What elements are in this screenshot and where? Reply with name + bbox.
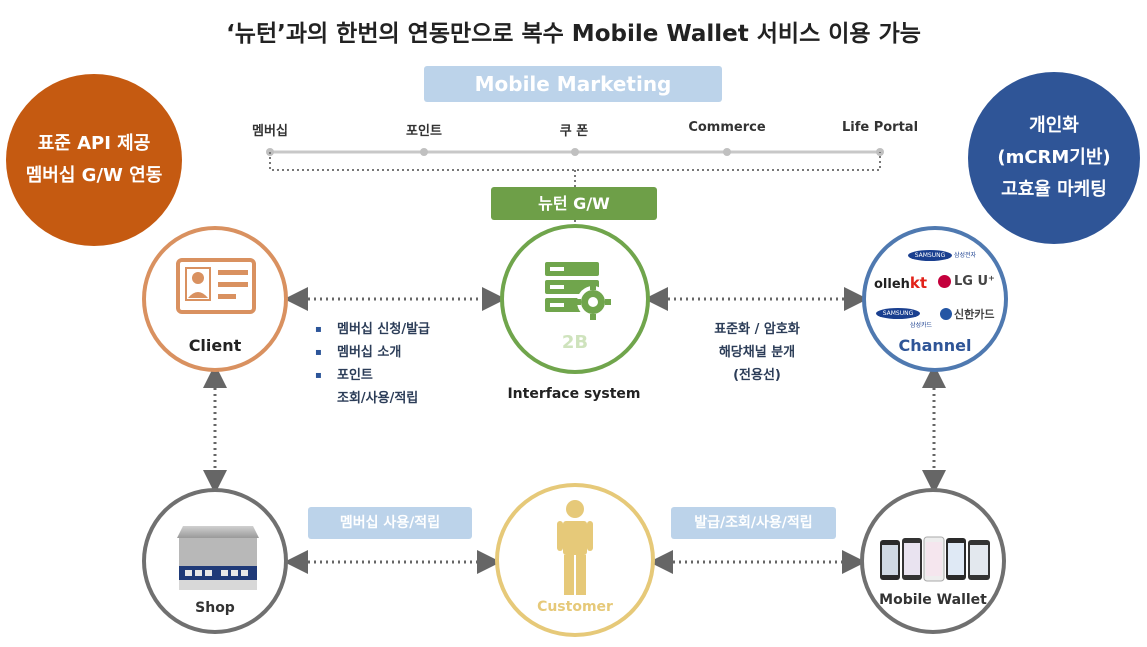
client-bullets: 멤버십 신청/발급 멤버십 소개 포인트 조회/사용/적립 xyxy=(315,318,430,410)
mobile-wallet-label: Mobile Wallet xyxy=(879,592,987,608)
bullet-point-detail: 조회/사용/적립 xyxy=(337,391,419,406)
samsung-card-logo: SAMSUNG xyxy=(876,308,920,319)
shinhan-card-logo: 신한카드 xyxy=(940,306,994,322)
channel-text-3: (전용선) xyxy=(733,368,781,383)
shop-node: Shop xyxy=(142,488,288,634)
standard-api-circle: 표준 API 제공 멤버십 G/W 연동 xyxy=(6,74,182,246)
standard-api-line-1: 표준 API 제공 xyxy=(37,133,151,154)
olleh-logo: ollehkt xyxy=(874,274,928,292)
bullet-membership-intro: 멤버십 소개 xyxy=(315,341,430,364)
channel-text-1: 표준화 / 암호화 xyxy=(714,322,800,337)
client-label: Client xyxy=(188,336,242,355)
standard-api-line-2: 멤버십 G/W 연동 xyxy=(25,165,163,186)
marketing-bracket xyxy=(269,152,881,171)
mobile-wallet-node: Mobile Wallet xyxy=(860,488,1006,634)
store-icon xyxy=(177,526,259,590)
shinhan-icon xyxy=(940,308,952,320)
personalization-line-1: 개인화 xyxy=(1029,115,1079,136)
samsung-electronics-logo: SAMSUNG xyxy=(908,250,952,261)
marketing-item-coupon: 쿠 폰 xyxy=(559,124,589,139)
client-node: Client xyxy=(142,226,288,372)
smartphones-icon xyxy=(880,536,990,582)
channel-text-2: 해당채널 분개 xyxy=(718,345,796,360)
timeline-dot xyxy=(420,148,428,156)
samsung-electronics-text: 삼성전자 xyxy=(954,252,977,259)
person-icon xyxy=(557,500,593,595)
channel-label: Channel xyxy=(898,336,972,355)
customer-node: Customer xyxy=(495,483,655,637)
id-card-icon xyxy=(176,258,256,314)
timeline-dot xyxy=(723,148,731,156)
newton-gateway-box: 뉴턴 G/W xyxy=(491,187,657,220)
customer-label: Customer xyxy=(537,599,613,615)
bullet-point: 포인트 xyxy=(315,364,430,387)
marketing-item-point: 포인트 xyxy=(406,124,442,139)
channel-node: SAMSUNG 삼성전자 ollehkt LG U⁺ SAMSUNG 삼성카드 … xyxy=(862,226,1008,372)
marketing-item-life-portal: Life Portal xyxy=(841,120,919,135)
personalization-line-3: 고효율 마케팅 xyxy=(1001,179,1107,200)
lg-uplus-logo: LG U⁺ xyxy=(938,274,995,289)
interface-system-label: Interface system xyxy=(507,386,641,402)
personalization-line-2: (mCRM기반) xyxy=(997,147,1111,168)
interface-2b-label: 2B xyxy=(561,332,589,353)
marketing-item-membership: 멤버십 xyxy=(252,124,288,139)
interface-system-node: 2B xyxy=(500,224,650,374)
server-gear-icon xyxy=(545,262,611,320)
personalization-circle: 개인화 (mCRM기반) 고효율 마케팅 xyxy=(968,72,1140,244)
timeline-dot xyxy=(571,148,579,156)
channel-description: 표준화 / 암호화 해당채널 분개 (전용선) xyxy=(672,318,842,387)
membership-use-pill: 멤버십 사용/적립 xyxy=(308,507,472,539)
bullet-membership-apply: 멤버십 신청/발급 xyxy=(315,318,430,341)
samsung-card-text: 삼성카드 xyxy=(910,322,933,329)
marketing-item-commerce: Commerce xyxy=(688,120,766,135)
shop-label: Shop xyxy=(195,600,235,616)
issue-query-use-pill: 발급/조회/사용/적립 xyxy=(671,507,836,539)
lg-circle-icon xyxy=(938,275,951,288)
page-title: ‘뉴턴’과의 한번의 연동만으로 복수 Mobile Wallet 서비스 이용… xyxy=(226,21,921,47)
mobile-marketing-banner: Mobile Marketing xyxy=(424,66,722,102)
